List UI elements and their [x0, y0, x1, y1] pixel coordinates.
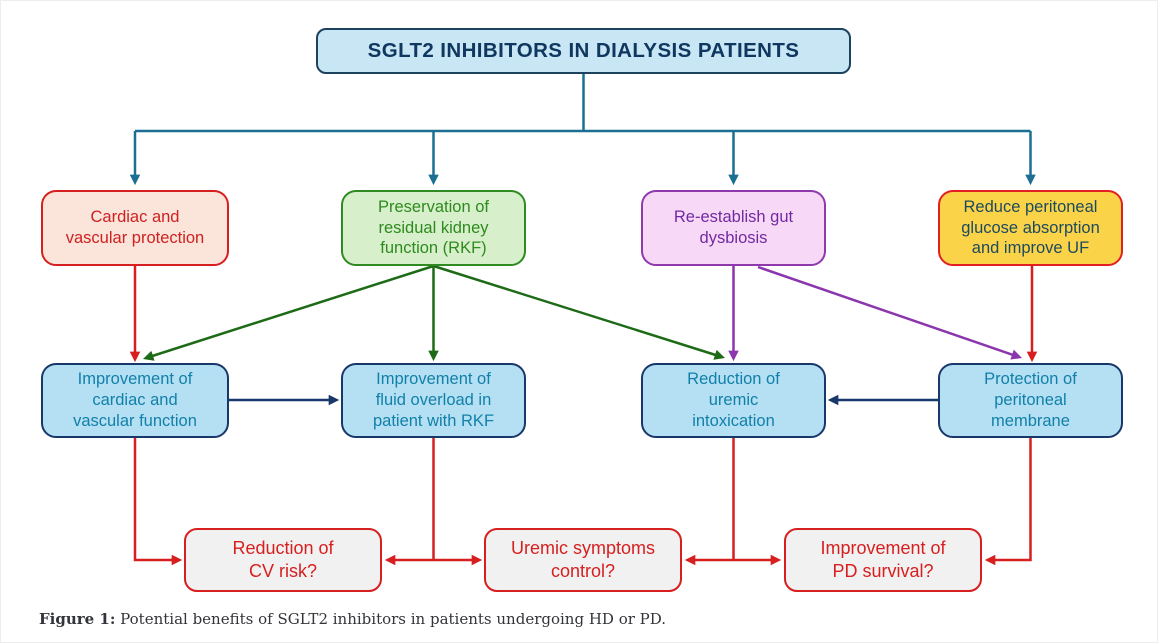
arrow-gut-to-peritoneal-membrane [757, 265, 1022, 360]
node-peritoneal-membrane: Protection of peritoneal membrane [938, 363, 1123, 438]
node-uremic-symptoms-question-label: Uremic symptoms control? [510, 538, 655, 581]
node-cardiac-vascular-function: Improvement of cardiac and vascular func… [41, 363, 229, 438]
node-glucose-absorption-uf-label: Reduce peritoneal glucose absorption and… [961, 197, 1100, 258]
arrow-rkf-to-uremic-intoxication [433, 264, 726, 360]
node-pd-survival-question-label: Improvement of PD survival? [820, 538, 946, 581]
node-uremic-intoxication: Reduction of uremic intoxication [641, 363, 826, 438]
figure-caption-prefix: Figure 1: [39, 610, 116, 628]
arrow-cardiac-function-to-cv-risk [133, 438, 183, 566]
node-gut-dysbiosis: Re-establish gut dysbiosis [641, 190, 826, 266]
figure-caption: Figure 1: Potential benefits of SGLT2 in… [39, 610, 666, 628]
node-uremic-symptoms-question: Uremic symptoms control? [484, 528, 682, 592]
node-cardiac-vascular-function-label: Improvement of cardiac and vascular func… [73, 370, 197, 430]
node-cardiac-vascular-protection-label: Cardiac and vascular protection [65, 208, 205, 247]
node-pd-survival-question: Improvement of PD survival? [784, 528, 982, 592]
node-gut-dysbiosis-label: Re-establish gut dysbiosis [673, 208, 794, 247]
arrow-membrane-to-pd-survival [984, 438, 1032, 566]
node-peritoneal-membrane-label: Protection of peritoneal membrane [984, 370, 1077, 430]
node-rkf-preservation: Preservation of residual kidney function… [341, 190, 526, 266]
figure-caption-text: Potential benefits of SGLT2 inhibitors i… [115, 610, 667, 628]
node-cv-risk-question-label: Reduction of CV risk? [232, 538, 334, 581]
node-fluid-overload: Improvement of fluid overload in patient… [341, 363, 526, 438]
node-rkf-preservation-label: Preservation of residual kidney function… [378, 197, 489, 258]
arrow-rkf-to-cardiac-function [142, 264, 434, 361]
node-fluid-overload-label: Improvement of fluid overload in patient… [372, 370, 495, 430]
node-glucose-absorption-uf: Reduce peritoneal glucose absorption and… [938, 190, 1123, 266]
node-cardiac-vascular-protection: Cardiac and vascular protection [41, 190, 229, 266]
node-cv-risk-question: Reduction of CV risk? [184, 528, 382, 592]
node-uremic-intoxication-label: Reduction of uremic intoxication [687, 370, 780, 430]
node-title-label: SGLT2 INHIBITORS IN DIALYSIS PATIENTS [367, 38, 800, 62]
node-title: SGLT2 INHIBITORS IN DIALYSIS PATIENTS [316, 28, 851, 74]
